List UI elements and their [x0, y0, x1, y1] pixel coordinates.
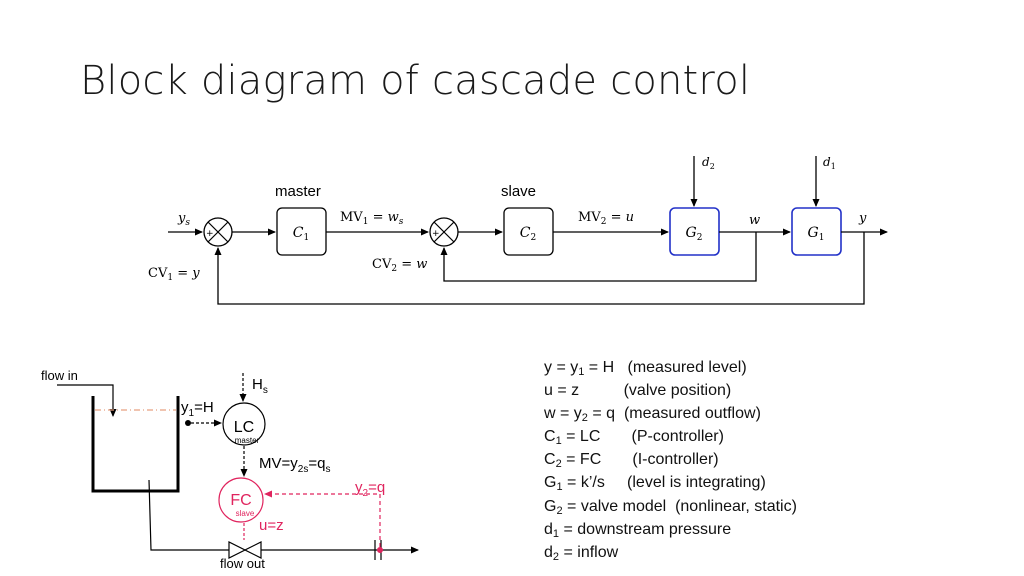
fc-controller	[218, 477, 264, 523]
cv2-label: CV2 = w	[372, 257, 427, 274]
legend-row: w = y2 = q (measured outflow)	[544, 402, 797, 425]
legend-row: d2 = inflow	[544, 541, 797, 564]
legend-rhs: = valve model (nonlinear, static)	[562, 497, 797, 515]
legend-row: G2 = valve model (nonlinear, static)	[544, 495, 797, 518]
y1h-label: y1=H	[181, 399, 214, 419]
y2q-label: y2=q	[355, 479, 385, 499]
valve-icon	[228, 541, 262, 559]
y-label: y	[858, 211, 867, 226]
legend-rhs: = inflow	[559, 543, 619, 561]
svg-text:+: +	[432, 229, 440, 239]
legend-rhs: = k’/s (level is integrating)	[562, 474, 766, 492]
legend-rhs: = FC (I-controller)	[561, 451, 719, 469]
d2-label: d2	[702, 155, 715, 171]
legend-sub: 2	[552, 550, 560, 563]
lc-label: LC	[234, 419, 254, 436]
legend-row: C1 = LC (P-controller)	[544, 425, 797, 448]
fc-label: FC	[230, 492, 251, 509]
mv1-label: MV1 = ws	[340, 210, 404, 227]
legend-lhs: y = y	[544, 359, 579, 376]
lc-controller	[222, 402, 266, 446]
legend-lhs: G	[544, 474, 557, 492]
legend-row: y = y1 = H (measured level)	[544, 356, 797, 379]
legend-lhs: u = z (valve position)	[544, 382, 732, 400]
flow-signal	[264, 490, 381, 547]
outlet-pipe	[148, 479, 229, 551]
level-sensor-dot	[185, 420, 191, 426]
legend-row: d1 = downstream pressure	[544, 518, 797, 541]
legend-row: u = z (valve position)	[544, 379, 797, 402]
summing-junction-1: +	[203, 217, 233, 247]
tank	[91, 396, 180, 493]
legend-rhs: = q (measured outflow)	[587, 405, 761, 423]
legend-sub: 2	[555, 458, 562, 471]
legend-sub: 1	[552, 527, 560, 540]
legend-sub: 2	[581, 412, 588, 425]
fc-sub-label: slave	[236, 509, 255, 518]
flow-in-pipe	[57, 384, 117, 417]
legend-rhs: = LC (P-controller)	[561, 428, 724, 446]
hs-label: Hs	[252, 376, 268, 396]
legend-row: C2 = FC (I-controller)	[544, 448, 797, 471]
legend-lhs: C	[544, 451, 556, 469]
master-label: master	[275, 183, 321, 200]
lc-sub-label: master	[235, 436, 260, 445]
legend-lhs: G	[544, 497, 557, 515]
legend-lhs: C	[544, 428, 556, 446]
legend-sub: 1	[555, 435, 562, 448]
legend-lhs: d	[544, 520, 553, 538]
legend-rhs: = H (measured level)	[584, 359, 747, 376]
page-title: Block diagram of cascade control	[80, 58, 751, 104]
summing-junction-2: +	[429, 217, 459, 247]
legend-sub: 1	[556, 481, 563, 494]
legend-sub: 2	[556, 504, 563, 517]
uz-label: u=z	[259, 517, 284, 534]
legend-row: G1 = k’/s (level is integrating)	[544, 471, 797, 494]
d1-label: d1	[823, 155, 836, 171]
w-label: w	[749, 213, 760, 228]
svg-text:+: +	[206, 229, 214, 239]
mv2-label: MV2 = u	[578, 210, 634, 227]
legend-lhs: d	[544, 543, 553, 561]
ys-label: ys	[177, 211, 190, 228]
legend-rhs: = downstream pressure	[559, 520, 732, 538]
slave-label: slave	[501, 183, 536, 200]
flow-sensor-dot	[377, 547, 383, 553]
variable-legend: y = y1 = H (measured level)u = z (valve …	[544, 356, 797, 564]
legend-lhs: w = y	[544, 405, 582, 423]
outer-feedback	[214, 232, 865, 305]
mv-label: MV=y2s=qs	[259, 455, 330, 475]
flow-in-label: flow in	[41, 368, 78, 383]
flow-out-label: flow out	[220, 556, 265, 571]
inner-feedback	[440, 232, 757, 282]
legend-sub: 1	[578, 366, 585, 378]
cv1-label: CV1 = y	[148, 266, 200, 283]
